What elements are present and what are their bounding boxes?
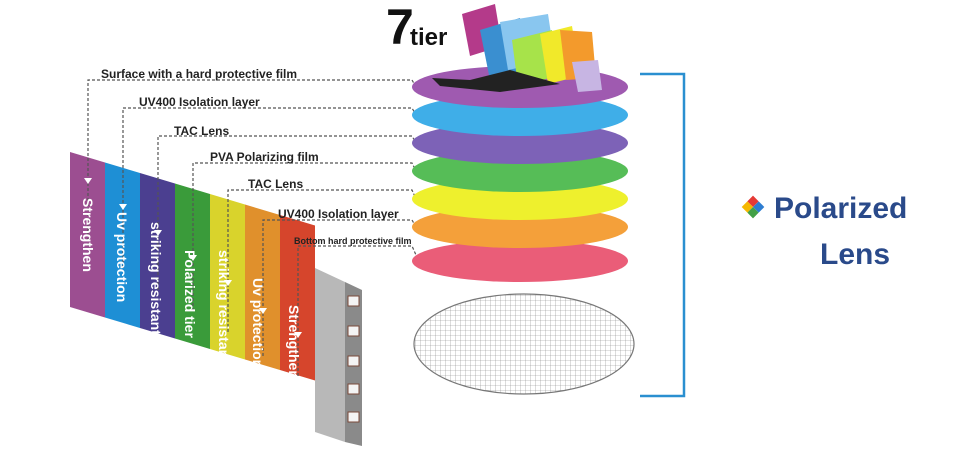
strip-label-6: Uv protection (250, 278, 266, 369)
title-word: tier (410, 24, 448, 51)
strip-label-3: striking resistant (148, 222, 164, 335)
strip-7 (280, 215, 315, 381)
film-edge-ticks (347, 295, 360, 423)
layer-label-4: PVA Polarizing film (210, 150, 319, 164)
leader-arrow-1 (84, 178, 92, 184)
brand-line-1: Polarized (774, 192, 908, 225)
title-number: 7 (386, 0, 414, 55)
layer-label-7: Bottom hard protective film (294, 236, 412, 246)
strip-3 (140, 173, 175, 339)
film-edge (315, 268, 345, 442)
mesh-lens (413, 293, 635, 395)
layer-label-3: TAC Lens (174, 124, 230, 138)
leader-arrow-4 (189, 255, 197, 261)
leader-line-7 (297, 245, 417, 376)
strip-6 (245, 204, 280, 370)
leader-arrow-5 (224, 280, 232, 286)
layer-label-5: TAC Lens (248, 177, 304, 191)
layer-strips (70, 152, 315, 381)
leader-line-6 (262, 219, 417, 356)
leader-line-5 (227, 189, 417, 332)
leader-arrow-2 (119, 204, 127, 210)
brand-logo-icon (741, 195, 765, 219)
leader-arrow-6 (259, 308, 267, 314)
strip-4 (175, 183, 210, 349)
strip-label-5: striking resistant (216, 250, 232, 363)
layer-label-6: UV400 Isolation layer (278, 207, 399, 221)
bracket (640, 72, 686, 398)
strip-label-1: Strengthen (80, 198, 96, 272)
leader-line-1 (87, 79, 417, 246)
strip-label-7: Strengthen (286, 305, 302, 379)
brand-line-2: Lens (820, 238, 891, 271)
strip-label-2: Uv protection (114, 212, 130, 303)
layer-label-2: UV400 Isolation layer (139, 95, 260, 109)
lens-discs (412, 66, 628, 282)
lens-blocks-illustration (432, 4, 602, 92)
disc-7 (412, 240, 628, 282)
leader-line-2 (122, 107, 417, 268)
leader-arrow-7 (294, 332, 302, 338)
layer-label-1: Surface with a hard protective film (101, 67, 298, 81)
strip-label-4: Polarized tier (182, 250, 198, 338)
leader-arrow-3 (154, 230, 162, 236)
